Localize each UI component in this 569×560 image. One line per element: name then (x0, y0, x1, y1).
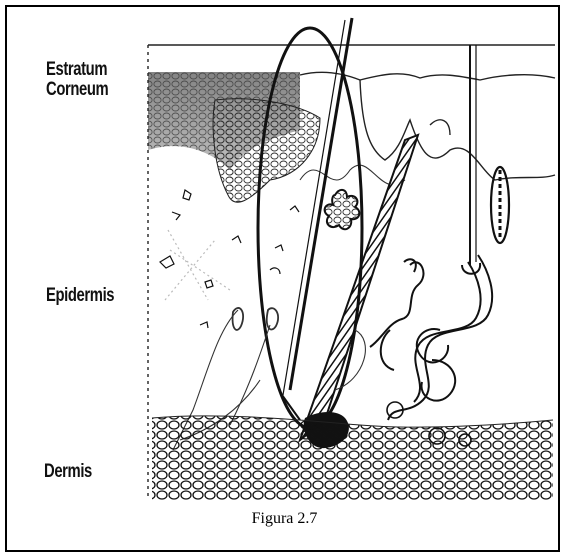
dermis-label: Dermis (44, 462, 92, 482)
stratum-label-line1: Estratum (46, 60, 132, 80)
epidermal-cells (160, 190, 299, 328)
dermal-boundary (300, 165, 405, 185)
sebaceous-gland (325, 190, 360, 229)
dermis-layer (152, 402, 553, 500)
stratum-corneum-label: Estratum Corneum (46, 60, 132, 100)
epidermis-label: Epidermis (46, 286, 114, 306)
figure-caption: Figura 2.7 (0, 510, 569, 528)
stratum-label-line2: Corneum (46, 80, 132, 100)
sweat-duct (370, 255, 492, 420)
